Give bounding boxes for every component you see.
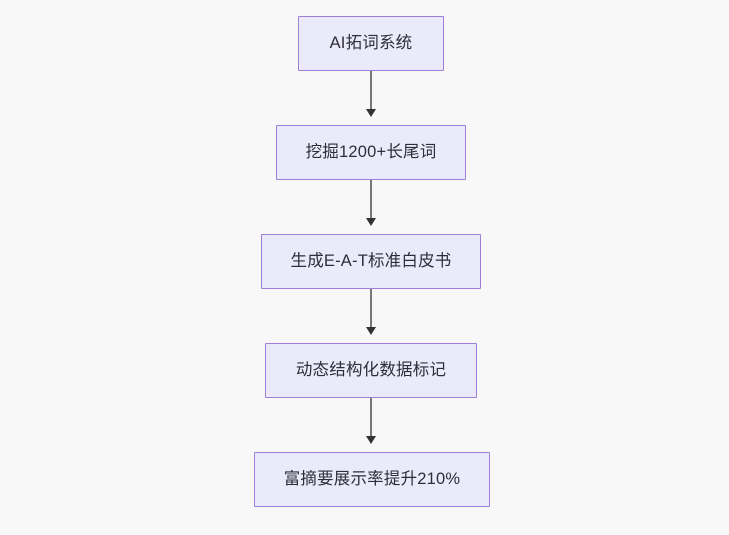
arrow-head-icon [366,218,376,226]
flowchart-node-dynamic-structured-data-markup[interactable]: 动态结构化数据标记 [265,343,477,398]
flowchart-node-mine-longtail-keywords[interactable]: 挖掘1200+长尾词 [276,125,466,180]
flowchart-node-label: 生成E-A-T标准白皮书 [290,251,452,270]
flowchart-node-label: 动态结构化数据标记 [295,360,447,379]
flowchart-edge-2-to-3 [366,180,376,226]
edge-line [370,71,372,110]
flowchart-edge-1-to-2 [366,71,376,117]
flowchart-node-label: 富摘要展示率提升210% [283,469,461,488]
edge-line [370,180,372,219]
edge-line [370,289,372,328]
edge-line [370,398,372,437]
flowchart-node-rich-snippet-impression-uplift[interactable]: 富摘要展示率提升210% [254,452,490,507]
arrow-head-icon [366,109,376,117]
flowchart-node-generate-eat-whitepaper[interactable]: 生成E-A-T标准白皮书 [261,234,481,289]
arrow-head-icon [366,327,376,335]
flowchart-node-label: 挖掘1200+长尾词 [305,142,437,161]
flowchart-edge-4-to-5 [366,398,376,444]
flowchart-edge-3-to-4 [366,289,376,335]
arrow-head-icon [366,436,376,444]
flowchart-node-ai-keyword-system[interactable]: AI拓词系统 [298,16,444,71]
flowchart-node-label: AI拓词系统 [329,33,413,52]
